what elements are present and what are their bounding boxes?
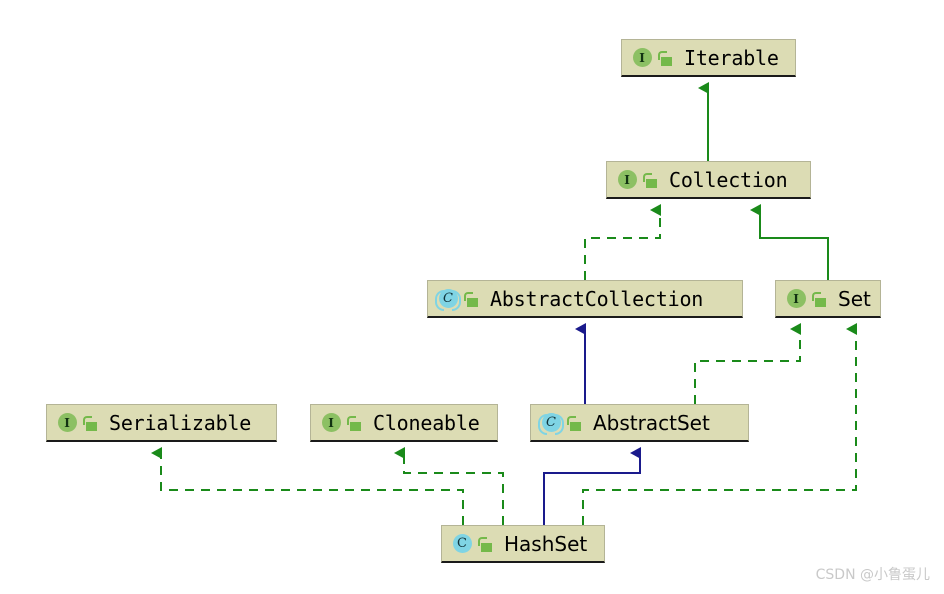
lock-body bbox=[350, 421, 361, 431]
lock-shackle bbox=[347, 415, 356, 425]
edge-set-to-collection bbox=[750, 204, 829, 280]
interface-marker-icon: I bbox=[631, 47, 653, 69]
class-marker-icon: C bbox=[451, 533, 473, 555]
watermark: CSDN @小鲁蛋儿 bbox=[815, 567, 930, 583]
marker-disc bbox=[618, 169, 637, 189]
marker-disc bbox=[58, 412, 77, 432]
lock-body bbox=[646, 178, 657, 188]
lock-shackle bbox=[478, 536, 487, 546]
uml-node-label: Cloneable bbox=[373, 410, 480, 435]
marker-disc bbox=[787, 288, 806, 308]
lock-shackle bbox=[812, 291, 821, 301]
edge-abstractset-to-set bbox=[694, 323, 801, 404]
interface-marker-icon: I bbox=[320, 412, 342, 434]
lock-body bbox=[815, 297, 826, 307]
unlock-icon bbox=[83, 415, 98, 431]
uml-node-label: Serializable bbox=[109, 410, 252, 435]
interface-marker-icon: I bbox=[785, 288, 807, 310]
lock-body bbox=[467, 297, 478, 307]
uml-node-hashset[interactable]: C HashSet bbox=[441, 525, 605, 563]
uml-node-label: Collection bbox=[669, 167, 788, 192]
uml-node-label: AbstractSet bbox=[593, 410, 710, 435]
uml-node-abstractcollection[interactable]: C AbstractCollection bbox=[427, 280, 743, 318]
lock-body bbox=[481, 542, 492, 552]
unlock-icon bbox=[567, 415, 582, 431]
marker-disc bbox=[633, 47, 652, 67]
marker-disc bbox=[453, 533, 472, 553]
lock-shackle bbox=[658, 50, 667, 60]
edge-hashset-to-set bbox=[582, 323, 857, 525]
uml-node-cloneable[interactable]: I Cloneable bbox=[310, 404, 498, 442]
lock-shackle bbox=[567, 415, 576, 425]
unlock-icon bbox=[658, 50, 673, 66]
lock-body bbox=[86, 421, 97, 431]
lock-body bbox=[570, 421, 581, 431]
unlock-icon bbox=[347, 415, 362, 431]
marker-glyph: I bbox=[64, 415, 70, 430]
uml-node-serializable[interactable]: I Serializable bbox=[46, 404, 277, 442]
edge-hashset-to-cloneable bbox=[394, 447, 504, 525]
uml-node-label: Iterable bbox=[684, 45, 779, 70]
marker-glyph: I bbox=[328, 415, 334, 430]
marker-glyph: I bbox=[624, 172, 630, 187]
uml-node-label: AbstractCollection bbox=[490, 286, 704, 311]
edge-hashset-to-serializable bbox=[151, 447, 464, 525]
uml-node-set[interactable]: I Set bbox=[775, 280, 881, 318]
marker-glyph: C bbox=[457, 535, 467, 551]
unlock-icon bbox=[464, 291, 479, 307]
interface-marker-icon: I bbox=[616, 169, 638, 191]
edge-hashset-to-abstractset bbox=[543, 447, 641, 525]
marker-disc bbox=[322, 412, 341, 432]
unlock-icon bbox=[643, 172, 658, 188]
marker-glyph: I bbox=[793, 291, 799, 306]
lock-shackle bbox=[464, 291, 473, 301]
unlock-icon bbox=[478, 536, 493, 552]
uml-node-label: HashSet bbox=[504, 531, 588, 556]
uml-node-collection[interactable]: I Collection bbox=[606, 161, 811, 199]
edges-group bbox=[151, 82, 857, 525]
edge-abstractcollection-to-collection bbox=[584, 204, 661, 280]
uml-node-abstractset[interactable]: C AbstractSet bbox=[530, 404, 749, 442]
abstract-class-marker-icon: C bbox=[538, 412, 564, 435]
interface-marker-icon: I bbox=[56, 412, 78, 434]
uml-node-iterable[interactable]: I Iterable bbox=[621, 39, 796, 77]
marker-glyph: I bbox=[639, 50, 645, 65]
lock-shackle bbox=[83, 415, 92, 425]
marker-glyph: C bbox=[443, 290, 453, 306]
abstract-class-marker-icon: C bbox=[435, 288, 461, 311]
lock-body bbox=[661, 56, 672, 66]
unlock-icon bbox=[812, 291, 827, 307]
lock-shackle bbox=[643, 172, 652, 182]
uml-node-label: Set bbox=[838, 286, 871, 311]
marker-glyph: C bbox=[546, 414, 556, 430]
